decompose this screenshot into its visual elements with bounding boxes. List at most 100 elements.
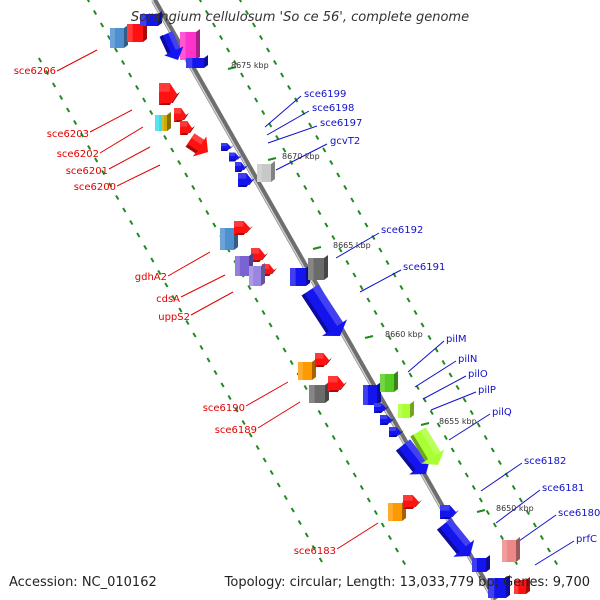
gene-label: prfC: [576, 534, 597, 545]
scale-label: 8655 kbp: [439, 417, 477, 426]
scale-tick: [267, 157, 277, 161]
scale-dot: [273, 59, 278, 66]
leader-line: [266, 110, 310, 136]
scale-dot: [122, 207, 127, 213]
scale-tick: [420, 422, 430, 426]
scale-dot: [280, 72, 285, 78]
scale-dot: [247, 284, 252, 291]
scale-dot: [322, 147, 327, 153]
scale-dot: [266, 47, 271, 53]
scale-dot: [357, 209, 362, 216]
leader-line: [167, 251, 211, 277]
scale-dot: [380, 522, 385, 528]
gene-label: sce6203: [47, 129, 89, 140]
scale-dot: [387, 334, 392, 341]
gene-block: [502, 537, 520, 562]
gene-arrow: [410, 427, 445, 465]
scale-dot: [518, 497, 523, 503]
scale-dot: [350, 197, 355, 203]
scale-dot: [366, 497, 371, 503]
scale-dot: [289, 359, 294, 366]
gene-label: sce6199: [304, 89, 346, 100]
scale-dot: [304, 532, 309, 538]
gene-block: [257, 161, 275, 182]
scale-tick: [227, 66, 237, 70]
leader-line: [335, 232, 380, 259]
scale-dot: [254, 297, 259, 303]
scale-dot: [282, 147, 287, 153]
gene-block: [186, 55, 208, 68]
gene-block: [180, 29, 200, 60]
gene-block: [488, 575, 510, 598]
scale-dot: [226, 47, 231, 53]
scale-dot: [51, 82, 57, 88]
scale-dot: [191, 184, 196, 191]
scale-label: 8670 kbp: [282, 152, 320, 161]
topology-text: Topology: circular; Length: 13,033,779 b…: [224, 575, 590, 590]
scale-dot: [317, 409, 322, 416]
leader-line: [245, 381, 289, 407]
scale-dot: [483, 434, 488, 441]
gene-block: [380, 371, 398, 392]
scale-dot: [178, 307, 183, 313]
leader-line: [430, 391, 477, 411]
gene-block: [363, 382, 381, 405]
scale-dot: [220, 382, 225, 388]
scale-dot: [308, 122, 313, 128]
gene-arrow: [251, 248, 268, 262]
leader-line: [275, 143, 328, 171]
scale-dot: [164, 282, 169, 288]
scale-dot: [394, 547, 399, 553]
scale-label: 8675 kbp: [231, 61, 269, 70]
scale-dot: [282, 347, 287, 353]
leader-line: [359, 269, 402, 293]
gene-label: pilP: [478, 385, 496, 396]
scale-dot: [331, 434, 336, 441]
gene-arrow: [403, 495, 422, 509]
gene-block: [398, 401, 414, 418]
leader-line: [518, 514, 557, 542]
scale-dot: [345, 259, 350, 266]
scale-dot: [297, 519, 302, 526]
scale-dot: [80, 132, 85, 138]
gene-arrow: [395, 439, 431, 475]
scale-dot: [198, 0, 203, 3]
scale-dot: [413, 309, 418, 316]
scale-dot: [331, 234, 336, 241]
scale-dot: [108, 182, 113, 188]
gene-label: sce6189: [215, 425, 257, 436]
scale-dot: [211, 22, 217, 28]
gene-block: [162, 112, 171, 131]
scale-dot: [143, 244, 148, 251]
scale-dot: [338, 447, 343, 453]
scale-dot: [192, 332, 197, 338]
scale-dot: [150, 257, 155, 263]
scale-dot: [525, 509, 530, 516]
scale-dot: [255, 444, 260, 451]
scale-dot: [149, 109, 154, 116]
accession-text: Accession: NC_010162: [9, 575, 157, 590]
scale-dot: [303, 384, 308, 391]
leader-line: [407, 340, 445, 373]
scale-dot: [157, 269, 162, 276]
scale-dot: [303, 184, 308, 191]
scale-dot: [269, 469, 274, 476]
scale-dot: [408, 372, 413, 378]
scale-dot: [352, 272, 357, 278]
scale-dot: [128, 72, 133, 78]
gene-arrow: [229, 152, 242, 162]
gene-label: uppS2: [158, 312, 190, 323]
scale-dot: [136, 232, 141, 238]
gene-arrow: [389, 427, 404, 437]
scale-dot: [511, 484, 516, 491]
scale-dot: [121, 59, 126, 66]
gene-arrow: [234, 221, 253, 235]
scale-dot: [248, 432, 253, 438]
gene-arrow: [437, 518, 475, 557]
gene-label: pilQ: [492, 407, 512, 418]
gene-label: sce6200: [74, 182, 116, 193]
scale-dot: [212, 222, 217, 228]
gene-arrow: [174, 108, 189, 122]
